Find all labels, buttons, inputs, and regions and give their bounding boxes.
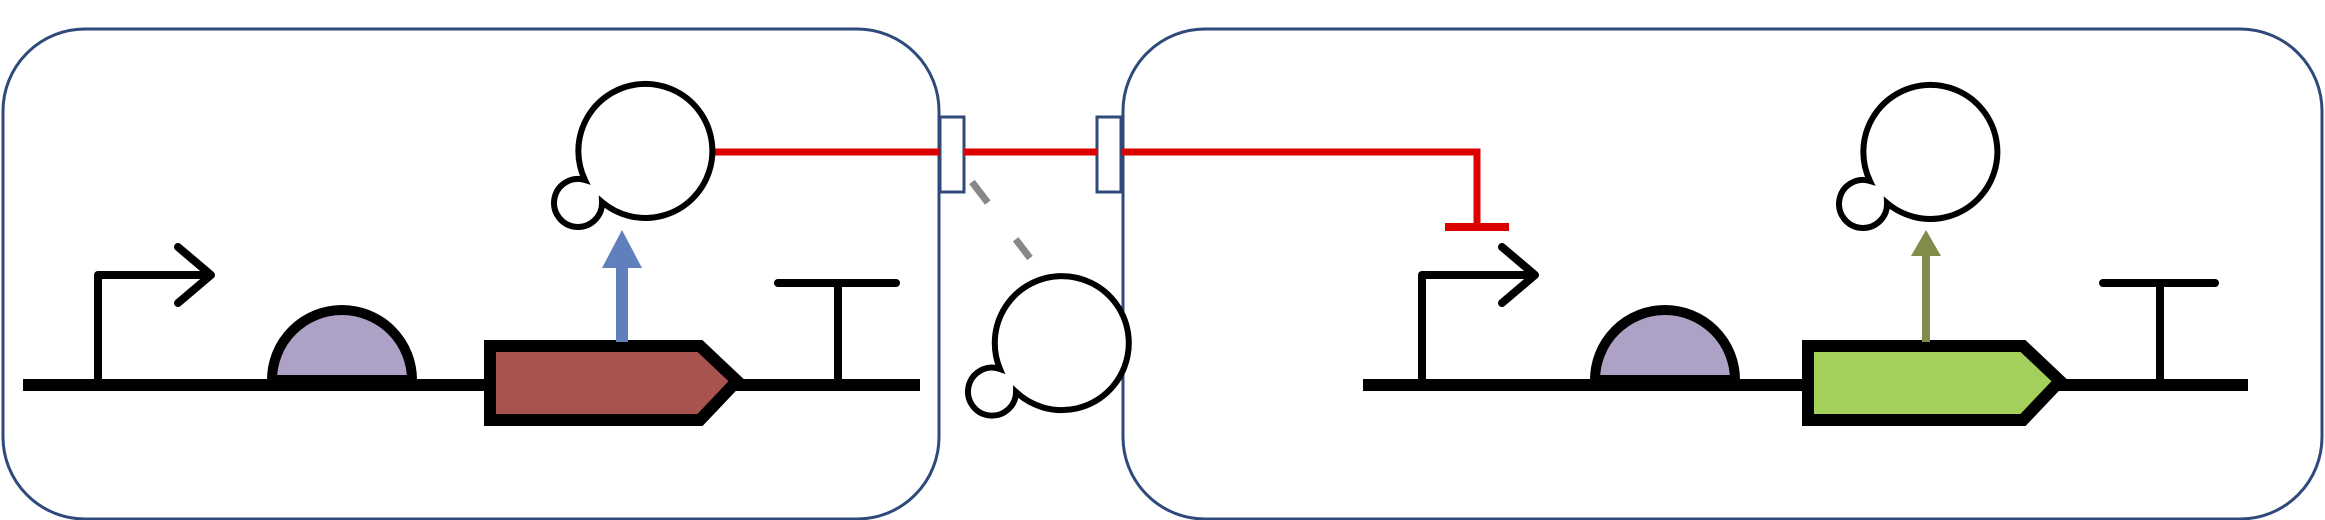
small-molecule-icon <box>551 80 716 230</box>
terminator-icon <box>2099 279 2219 389</box>
cds-icon <box>484 340 746 426</box>
receiver-cell-membrane <box>1121 27 2324 520</box>
membrane-pore-icon <box>938 115 966 194</box>
expression-arrow-icon <box>602 230 642 342</box>
cds-icon <box>1802 340 2069 426</box>
membrane-pore-icon <box>1095 115 1123 194</box>
expression-arrow-icon <box>1911 230 1941 342</box>
diffusion-path <box>969 179 1033 261</box>
sender-construct <box>23 230 920 426</box>
inhibition-icon <box>697 148 1509 231</box>
rbs-icon <box>1589 305 1741 385</box>
small-molecule-icon <box>965 273 1132 419</box>
terminator-icon <box>774 279 900 389</box>
sender-cell-membrane <box>1 27 941 520</box>
promoter-icon <box>1418 243 1539 389</box>
small-molecule-icon <box>1836 81 2001 231</box>
receiver-construct <box>1363 230 2248 426</box>
promoter-icon <box>94 243 215 389</box>
rbs-icon <box>266 305 418 385</box>
